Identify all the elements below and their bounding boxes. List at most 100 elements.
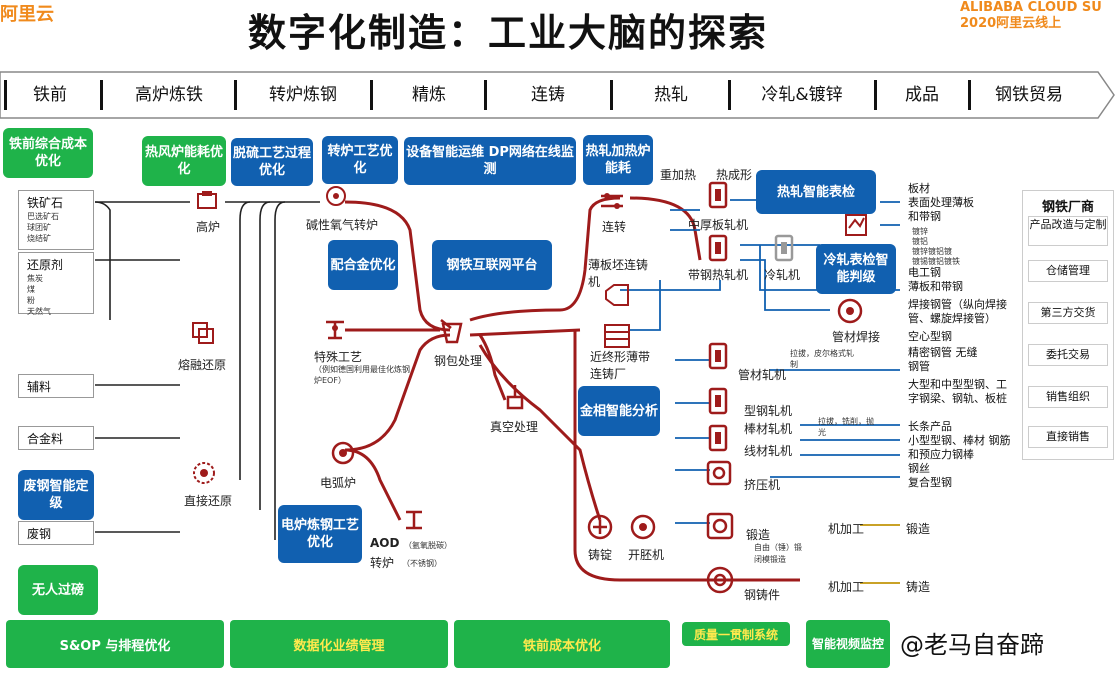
aod-icon	[406, 510, 422, 530]
stage-iron-front: 铁前	[33, 85, 67, 105]
product-coated: 薄板和带钢	[908, 280, 963, 293]
alloy-material-label: 合金料	[27, 432, 64, 446]
hot-surface-inspection-box: 热轧智能表检	[756, 170, 876, 214]
ore-item: 巴选矿石	[27, 212, 59, 221]
special-process-note: （例如德国利用最佳化炼钢炉EOF）	[314, 365, 410, 385]
ladle-label: 钢包处理	[434, 354, 483, 368]
near-net-icon	[604, 324, 630, 348]
iron-front-optimization-box: 铁前综合成本优化	[3, 128, 93, 178]
steel-cast-icon	[706, 566, 734, 594]
stage-products: 成品	[905, 85, 939, 105]
extrude-icon	[706, 460, 732, 486]
panel-item-custom: 产品改造与定制	[1028, 216, 1108, 246]
hot-blast-energy-box: 热风炉能耗优化	[142, 136, 226, 186]
smelt-reduce-icon	[192, 322, 214, 344]
converter-label: 转炉	[370, 556, 395, 570]
bottom-iron-cost: 铁前成本优化	[454, 620, 670, 668]
product-welded-pipe: 焊接钢管（纵向焊接管、螺旋焊接管）	[908, 298, 1007, 325]
watermark: @老马自奋蹄	[900, 631, 1044, 659]
section-mill-icon	[708, 387, 728, 415]
event-logo-line1: ALIBABA CLOUD SU	[960, 0, 1102, 15]
reheat-label: 重加热	[660, 168, 697, 182]
stage-separator	[100, 80, 103, 110]
converter-process-box: 转炉工艺优化	[322, 136, 398, 184]
alloy-material-box: 合金料	[18, 426, 94, 450]
special-process-icon	[326, 320, 344, 340]
extrude-label: 挤压机	[744, 478, 781, 492]
bar-note: 拉拔，铣削，抛光	[818, 417, 874, 437]
product-seamless: 精密钢管 无缝钢管	[908, 346, 978, 373]
scrap-grading-box: 废钢智能定级	[18, 470, 94, 520]
strip-item: 镀铝	[912, 237, 928, 246]
eaf-icon	[331, 441, 355, 465]
strip-mill-icon	[708, 234, 728, 262]
reducer-box: 还原剂 焦炭 煤 粉 天然气	[18, 252, 94, 316]
reheat-energy-box: 热轧加热炉能耗	[583, 135, 653, 185]
cold-mill-label: 冷轧机	[764, 268, 801, 282]
product-composite: 复合型钢	[908, 476, 952, 489]
direct-reduce-label: 直接还原	[184, 494, 233, 508]
strip-item: 镀锌	[912, 227, 928, 236]
alloy-optimization-box: 配合金优化	[328, 240, 398, 290]
reducer-item: 粉	[27, 296, 35, 305]
caster-label: 连转	[602, 220, 627, 234]
aod-note: （氩氧脱碳）	[404, 541, 452, 550]
stage-separator	[4, 80, 7, 110]
caster-icon	[601, 193, 623, 209]
stage-blast-furnace: 高炉炼铁	[135, 85, 203, 105]
direct-reduce-icon	[193, 462, 215, 484]
bof-label: 碱性氧气转炉	[306, 218, 379, 232]
stage-separator	[370, 80, 373, 110]
blast-furnace-icon	[197, 191, 217, 209]
coating-icon	[845, 214, 867, 236]
smelt-reduce-label: 熔融还原	[178, 358, 227, 372]
strip-mill-label: 带钢热轧机	[688, 268, 749, 282]
stage-separator	[610, 80, 613, 110]
reducer-item: 天然气	[27, 307, 51, 316]
panel-item-direct: 直接销售	[1028, 426, 1108, 448]
product-wire: 钢丝	[908, 462, 930, 475]
panel-item-warehouse: 仓储管理	[1028, 260, 1108, 282]
pipe-note: 拉拔，皮尔格式轧制	[790, 349, 854, 369]
stage-hot-rolling: 热轧	[654, 85, 688, 105]
product-hollow: 空心型钢	[908, 330, 952, 343]
steel-vendor-title: 钢铁厂商	[1041, 200, 1094, 215]
iiot-platform-box: 钢铁互联网平台	[432, 240, 552, 290]
page-title: 数字化制造：工业大脑的探索	[247, 11, 768, 55]
section-mill-label: 型钢轧机	[744, 404, 793, 418]
scrap-material-box: 废钢	[18, 521, 94, 545]
pipe-mill-label: 管材轧机	[738, 368, 787, 382]
product-strip: 和带钢	[908, 210, 941, 223]
auxiliary-box: 辅料	[18, 374, 94, 398]
casting-output-label: 铸造	[906, 580, 931, 594]
stage-casting: 连铸	[531, 85, 565, 105]
flow-diagram	[94, 196, 900, 584]
blast-furnace-label: 高炉	[196, 220, 221, 234]
pipe-weld-icon	[837, 298, 863, 324]
plate-mill-label: 中厚板轧机	[688, 218, 749, 232]
steel-cast-label: 钢铸件	[744, 588, 781, 602]
stage-separator	[874, 80, 877, 110]
forge-label: 锻造	[746, 528, 771, 542]
eaf-label: 电弧炉	[320, 476, 357, 490]
converter-note: （不锈钢）	[402, 559, 442, 568]
blooming-label: 开胚机	[628, 548, 665, 562]
vacuum-icon	[506, 385, 524, 410]
forge-note: 自由（锤）锻	[754, 543, 802, 552]
stage-separator	[234, 80, 237, 110]
aod-label: AOD	[370, 536, 400, 550]
plate-mill-icon	[708, 181, 728, 209]
panel-item-sales-org: 销售组织	[1028, 386, 1108, 408]
ore-item: 烧结矿	[27, 234, 51, 243]
ingot-icon	[587, 514, 613, 540]
bar-mill-label: 棒材轧机	[744, 422, 793, 436]
forge-icon	[706, 512, 734, 540]
iron-ore-box: 铁矿石 巴选矿石 球团矿 烧结矿	[18, 190, 94, 250]
unmanned-weighing-box: 无人过磅	[18, 565, 98, 615]
product-small: 小型型钢、棒材 钢筋和预应力钢棒	[908, 434, 1011, 461]
machining-label: 机加工	[828, 522, 865, 536]
product-surface: 表面处理薄板	[908, 196, 974, 209]
product-electrical: 电工钢	[908, 266, 941, 279]
metallographic-analysis-box: 金相智能分析	[578, 386, 660, 436]
stage-converter: 转炉炼钢	[269, 85, 337, 105]
